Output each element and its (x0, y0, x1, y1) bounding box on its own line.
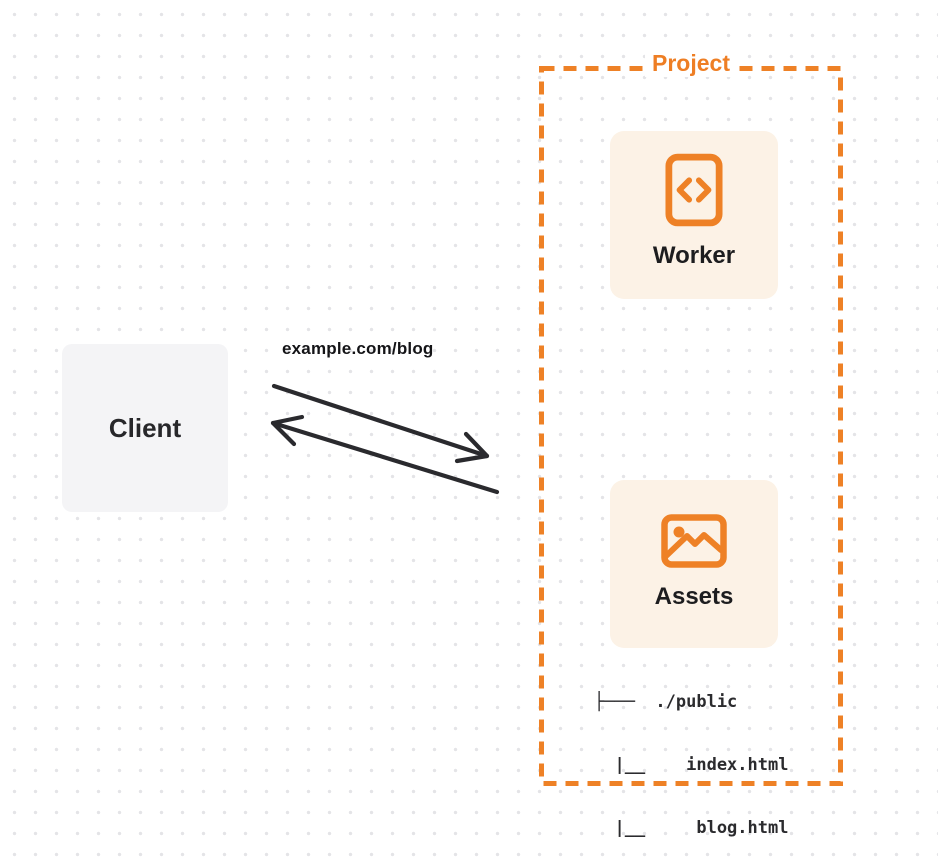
image-icon (661, 514, 727, 568)
assets-node: Assets (610, 480, 778, 648)
file-tree-root: ├─── ./public (594, 692, 738, 712)
file-tree-index: |__ index.html (594, 755, 789, 775)
worker-node: Worker (610, 131, 778, 299)
response-arrow (270, 414, 500, 495)
request-url-label: example.com/blog (282, 339, 434, 358)
project-container: Project Worker Assets (539, 50, 843, 786)
client-label: Client (108, 412, 182, 443)
assets-file-tree: ├─── ./public |__ index.html |__ blog.ht… (594, 650, 788, 860)
client-node: Client (62, 344, 228, 512)
assets-label: Assets (654, 583, 734, 610)
code-icon (665, 153, 723, 227)
request-arrow (271, 383, 490, 464)
file-tree-blog: |__ blog.html (594, 818, 789, 838)
worker-label: Worker (652, 242, 736, 269)
project-label: Project (645, 50, 737, 77)
